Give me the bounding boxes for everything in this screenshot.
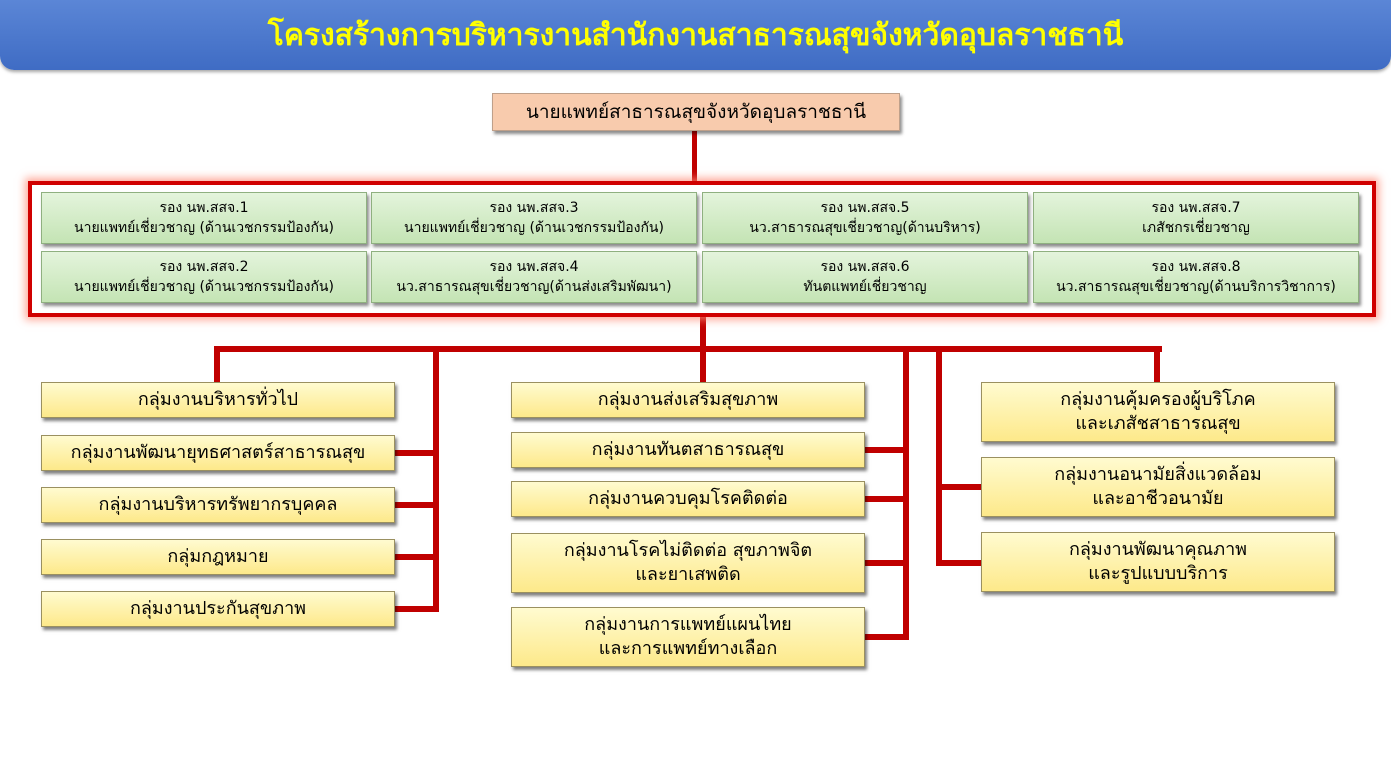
group-box: กลุ่มงานโรคไม่ติดต่อ สุขภาพจิต และยาเสพต…	[511, 533, 865, 593]
deputy-position: นว.สาธารณสุขเชี่ยวชาญ(ด้านส่งเสริมพัฒนา)	[396, 279, 672, 295]
group-box: กลุ่มงานพัฒนายุทธศาสตร์สาธารณสุข	[41, 435, 395, 471]
connector-middle-vertical	[903, 346, 909, 640]
connector-deputies-bus	[700, 317, 706, 351]
deputy-box-8: รอง นพ.สสจ.8 นว.สาธารณสุขเชี่ยวชาญ(ด้านบ…	[1033, 251, 1359, 303]
deputy-title: รอง นพ.สสจ.3	[489, 200, 579, 216]
group-label-line2: และรูปแบบบริการ	[1088, 563, 1228, 584]
group-box: กลุ่มงานพัฒนาคุณภาพ และรูปแบบบริการ	[981, 532, 1335, 592]
group-label: กลุ่มงานโรคไม่ติดต่อ สุขภาพจิต	[563, 540, 813, 561]
deputy-position: ทันตแพทย์เชี่ยวชาญ	[803, 279, 927, 295]
deputy-title: รอง นพ.สสจ.5	[820, 200, 910, 216]
deputy-position: นายแพทย์เชี่ยวชาญ (ด้านเวชกรรมป้องกัน)	[74, 279, 334, 295]
connector-middle-branch	[864, 560, 909, 566]
group-label: กลุ่มงานส่งเสริมสุขภาพ	[597, 389, 779, 410]
group-box: กลุ่มงานทันตสาธารณสุข	[511, 432, 865, 468]
deputy-title: รอง นพ.สสจ.4	[489, 259, 579, 275]
group-box: กลุ่มงานบริหารทรัพยากรบุคคล	[41, 487, 395, 523]
group-label: กลุ่มงานบริหารทั่วไป	[137, 389, 299, 410]
connector-main-bus	[214, 346, 1162, 352]
group-label: กลุ่มกฎหมาย	[167, 546, 269, 567]
group-label-line2: และเภสัชสาธารณสุข	[1075, 413, 1241, 434]
group-box: กลุ่มงานส่งเสริมสุขภาพ	[511, 382, 865, 418]
group-label-line2: และอาชีวอนามัย	[1092, 488, 1224, 509]
deputy-title: รอง นพ.สสจ.2	[159, 259, 249, 275]
group-label-line2: และการแพทย์ทางเลือก	[598, 638, 778, 659]
group-label: กลุ่มงานพัฒนายุทธศาสตร์สาธารณสุข	[70, 442, 366, 463]
group-label: กลุ่มงานบริหารทรัพยากรบุคคล	[98, 494, 338, 515]
deputy-box-4: รอง นพ.สสจ.4 นว.สาธารณสุขเชี่ยวชาญ(ด้านส…	[371, 251, 697, 303]
group-label: กลุ่มงานคุ้มครองผู้บริโภค	[1060, 389, 1256, 410]
connector-left-branch	[394, 554, 439, 560]
deputy-position: เภสัชกรเชี่ยวชาญ	[1142, 220, 1250, 236]
connector-middle-branch	[864, 634, 909, 640]
deputy-box-5: รอง นพ.สสจ.5 นว.สาธารณสุขเชี่ยวชาญ(ด้านบ…	[702, 192, 1028, 244]
chief-officer-label: นายแพทย์สาธารณสุขจังหวัดอุบลราชธานี	[525, 101, 867, 123]
deputy-box-1: รอง นพ.สสจ.1 นายแพทย์เชี่ยวชาญ (ด้านเวชก…	[41, 192, 367, 244]
group-box: กลุ่มงานประกันสุขภาพ	[41, 591, 395, 627]
deputy-box-3: รอง นพ.สสจ.3 นายแพทย์เชี่ยวชาญ (ด้านเวชก…	[371, 192, 697, 244]
deputy-position: นายแพทย์เชี่ยวชาญ (ด้านเวชกรรมป้องกัน)	[74, 220, 334, 236]
deputy-title: รอง นพ.สสจ.8	[1151, 259, 1241, 275]
group-box: กลุ่มงานบริหารทั่วไป	[41, 382, 395, 418]
connector-right-branch	[936, 560, 982, 566]
group-label: กลุ่มงานควบคุมโรคติดต่อ	[588, 488, 788, 509]
connector-left-branch	[394, 606, 439, 612]
group-label: กลุ่มงานพัฒนาคุณภาพ	[1068, 539, 1248, 560]
connector-left-branch	[394, 502, 439, 508]
deputy-title: รอง นพ.สสจ.1	[159, 200, 249, 216]
deputy-position: นว.สาธารณสุขเชี่ยวชาญ(ด้านบริการวิชาการ)	[1056, 279, 1336, 295]
connector-left-branch	[394, 450, 439, 456]
chief-officer-box: นายแพทย์สาธารณสุขจังหวัดอุบลราชธานี	[492, 93, 900, 131]
deputy-box-6: รอง นพ.สสจ.6 ทันตแพทย์เชี่ยวชาญ	[702, 251, 1028, 303]
group-box: กลุ่มงานคุ้มครองผู้บริโภค และเภสัชสาธารณ…	[981, 382, 1335, 442]
deputy-box-7: รอง นพ.สสจ.7 เภสัชกรเชี่ยวชาญ	[1033, 192, 1359, 244]
connector-middle-branch	[864, 447, 909, 453]
connector-drop-middle	[700, 346, 706, 382]
connector-left-vertical	[433, 346, 439, 612]
connector-right-vertical	[936, 346, 942, 566]
group-label: กลุ่มงานทันตสาธารณสุข	[591, 439, 785, 460]
group-label: กลุ่มงานอนามัยสิ่งแวดล้อม	[1054, 464, 1262, 485]
title-banner	[0, 0, 1391, 70]
connector-drop-right	[1154, 346, 1160, 382]
group-box: กลุ่มงานการแพทย์แผนไทย และการแพทย์ทางเลื…	[511, 607, 865, 667]
connector-drop-left	[214, 346, 220, 382]
deputy-title: รอง นพ.สสจ.7	[1151, 200, 1241, 216]
group-box: กลุ่มงานควบคุมโรคติดต่อ	[511, 481, 865, 517]
connector-middle-branch	[864, 496, 909, 502]
group-label: กลุ่มงานประกันสุขภาพ	[129, 598, 307, 619]
deputy-position: นว.สาธารณสุขเชี่ยวชาญ(ด้านบริหาร)	[749, 220, 981, 236]
page-title: โครงสร้างการบริหารงานสำนักงานสาธารณสุขจั…	[267, 18, 1124, 53]
deputy-title: รอง นพ.สสจ.6	[820, 259, 910, 275]
deputy-box-2: รอง นพ.สสจ.2 นายแพทย์เชี่ยวชาญ (ด้านเวชก…	[41, 251, 367, 303]
connector-right-branch	[936, 484, 982, 490]
connector-chief-deputies	[692, 131, 697, 183]
group-label: กลุ่มงานการแพทย์แผนไทย	[584, 614, 792, 635]
deputy-position: นายแพทย์เชี่ยวชาญ (ด้านเวชกรรมป้องกัน)	[404, 220, 664, 236]
group-box: กลุ่มกฎหมาย	[41, 539, 395, 575]
group-label-line2: และยาเสพติด	[635, 564, 741, 585]
group-box: กลุ่มงานอนามัยสิ่งแวดล้อม และอาชีวอนามัย	[981, 457, 1335, 517]
